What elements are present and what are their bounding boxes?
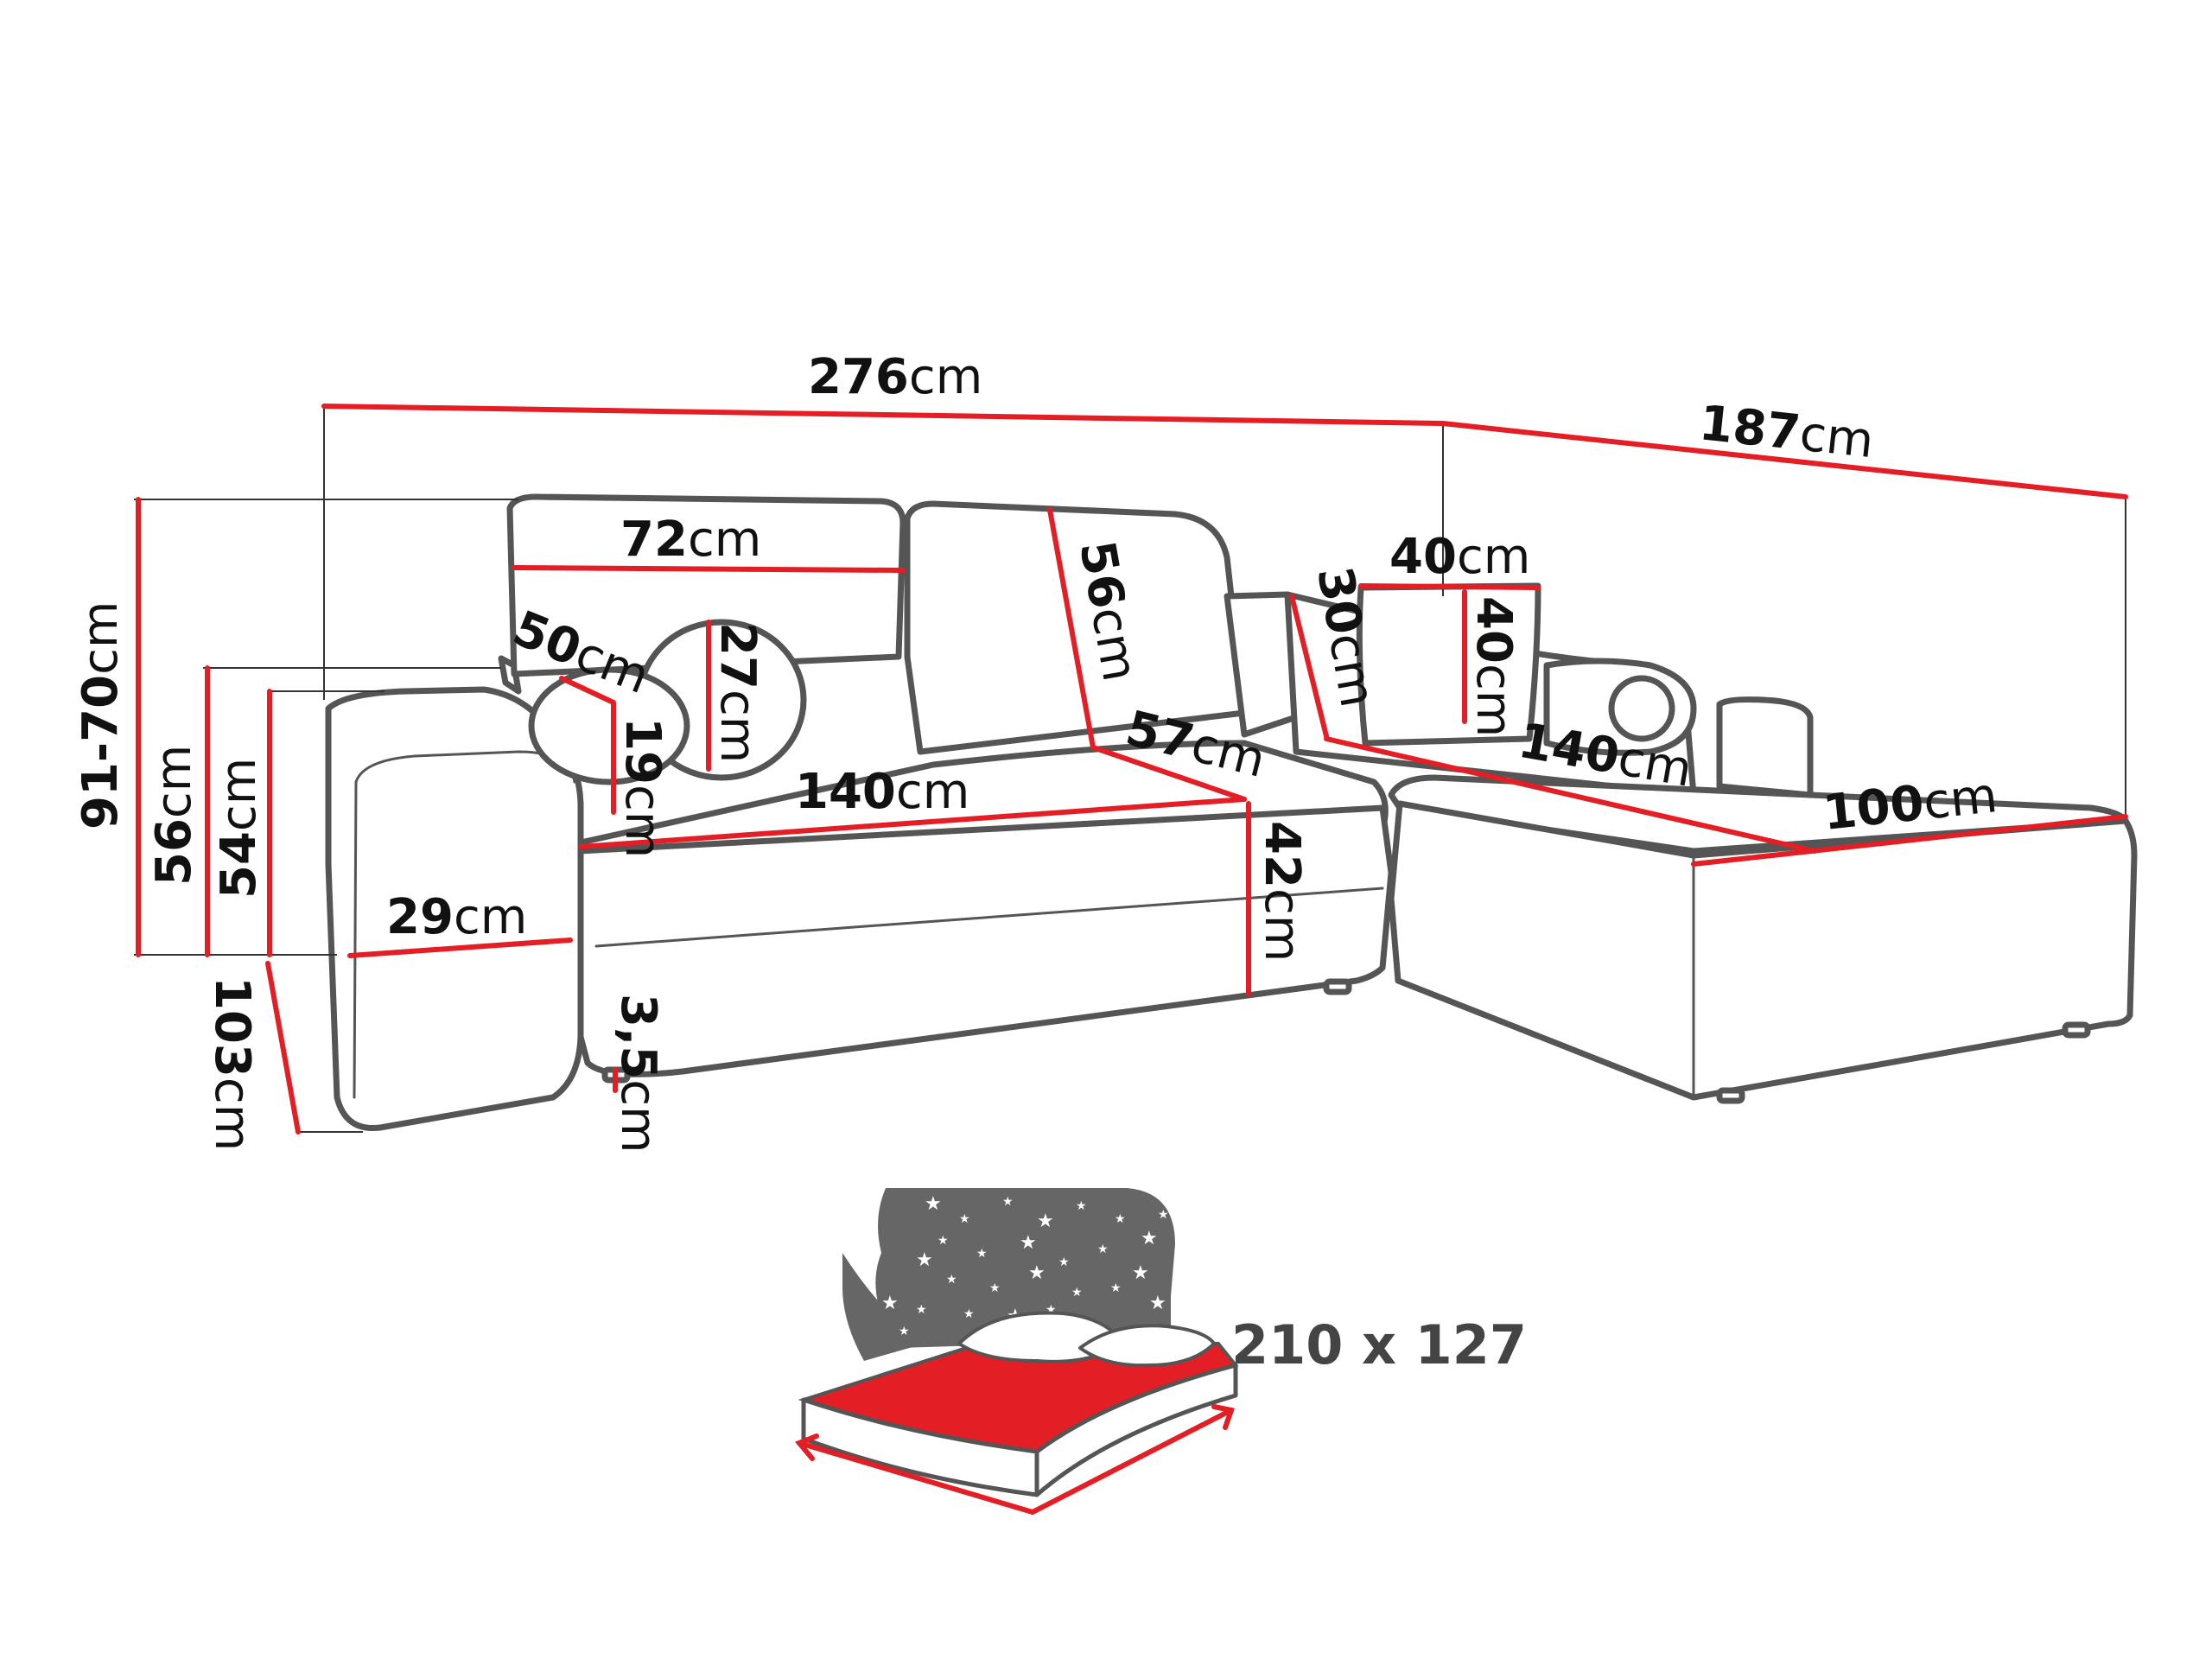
left-backrest <box>506 493 906 677</box>
dimline-chaise-width <box>1691 814 2128 867</box>
star-icon: ★ <box>881 1293 899 1314</box>
dimline-chaise-length <box>1440 421 2128 499</box>
leg <box>1323 978 1352 995</box>
bed-mattress-side <box>1034 1363 1238 1497</box>
chaise-base <box>1388 800 2138 1101</box>
starry-night-icon <box>842 1253 925 1361</box>
dimension-lines <box>136 404 2128 1135</box>
star-icon: ★ <box>959 1212 970 1226</box>
bed-arrow-head <box>795 1433 819 1461</box>
dimline-total-width <box>321 404 1446 426</box>
square-cushion <box>1356 582 1541 747</box>
label-height-armrest: 54cm <box>211 758 267 899</box>
label-cushion-depth: 40cm <box>1465 596 1522 737</box>
star-icon: ★ <box>916 1303 927 1317</box>
label-cushion-width: 40cm <box>1389 529 1530 585</box>
armrest-front-side <box>353 780 358 1099</box>
star-icon: ★ <box>1002 1195 1014 1209</box>
bed-arrow-head <box>1211 1404 1235 1430</box>
bed-size-label: 210 x 127 <box>1231 1313 1527 1376</box>
main-base <box>575 804 1395 1077</box>
pullout-line <box>594 887 1384 948</box>
star-icon: ★ <box>938 1234 949 1248</box>
star-icon: ★ <box>946 1273 957 1287</box>
dimline-depth <box>265 961 301 1135</box>
star-icon: ★ <box>976 1247 988 1261</box>
star-icon: ★ <box>1058 1255 1070 1269</box>
starry-night-icon <box>875 1188 1175 1348</box>
label-cushion-height: 30cm <box>1306 563 1385 711</box>
label-height-back: 56cm <box>146 745 202 886</box>
bed-width-arrow <box>1030 1408 1234 1515</box>
label-pillow-height: 27cm <box>709 622 766 763</box>
star-icon: ★ <box>963 1307 975 1321</box>
sofa-drawing <box>325 493 2138 1132</box>
label-total-width: 276cm <box>808 349 982 405</box>
label-chaise-seat-width: 140cm <box>1515 713 1696 798</box>
label-leg-height: 3,5cm <box>610 994 666 1154</box>
right-backrest <box>904 500 1248 755</box>
label-armrest-width: 29cm <box>386 889 527 945</box>
star-icon: ★ <box>1110 1281 1122 1295</box>
bolster-pillow <box>528 666 690 785</box>
dimline-chaise-seat-width <box>1324 736 1817 854</box>
leg <box>2062 1021 2091 1039</box>
label-chaise-width: 100cm <box>1821 767 2000 842</box>
bed-length-arrow <box>797 1440 1035 1515</box>
dimline-bolster-length <box>559 676 616 705</box>
label-height-total: 91-70cm <box>73 601 129 830</box>
star-icon: ★ <box>1141 1228 1158 1249</box>
dimline-cushion-height <box>1289 594 1329 739</box>
bed-function-illustration: ★★★★★★★★★★★★★★★★★★★★★★★★★★★★ 210 x 127 <box>795 1188 1527 1515</box>
star-icon: ★ <box>1132 1262 1149 1284</box>
star-icon: ★ <box>1071 1286 1083 1300</box>
bolster-end <box>1608 675 1675 742</box>
star-icon: ★ <box>1097 1243 1109 1256</box>
label-seat-height: 42cm <box>1254 821 1310 962</box>
star-icon: ★ <box>1020 1232 1037 1254</box>
star-icon: ★ <box>1076 1199 1087 1213</box>
label-depth: 103cm <box>204 976 260 1151</box>
star-icon: ★ <box>899 1325 910 1338</box>
star-icon: ★ <box>1158 1208 1169 1222</box>
star-icon: ★ <box>1149 1293 1166 1314</box>
star-icon: ★ <box>1037 1211 1054 1232</box>
label-backrest-width: 72cm <box>620 512 761 568</box>
dimline-seat-width <box>578 797 1247 849</box>
label-chaise-length: 187cm <box>1697 395 1877 469</box>
leg <box>1716 1087 1745 1104</box>
pillow-icon <box>1078 1324 1216 1368</box>
star-icon: ★ <box>1028 1262 1046 1284</box>
dimline-cushion-width <box>1358 583 1541 590</box>
dimline-armrest-width <box>347 938 573 958</box>
star-icon: ★ <box>864 1268 875 1282</box>
label-bolster-diameter: 19cm <box>614 717 671 858</box>
star-icon: ★ <box>925 1193 942 1215</box>
extension-lines <box>134 406 2126 1133</box>
label-backrest-height: 56cm <box>1068 537 1147 685</box>
dimline-backrest-width <box>512 565 906 573</box>
star-icon: ★ <box>989 1281 1001 1295</box>
chaise-armrest <box>1716 696 1814 798</box>
dimline-seat-depth <box>1090 745 1247 802</box>
dimline-backrest-height <box>1047 507 1096 750</box>
star-icon: ★ <box>916 1249 933 1271</box>
label-seat-width: 140cm <box>795 764 969 820</box>
star-icon: ★ <box>1115 1212 1126 1226</box>
